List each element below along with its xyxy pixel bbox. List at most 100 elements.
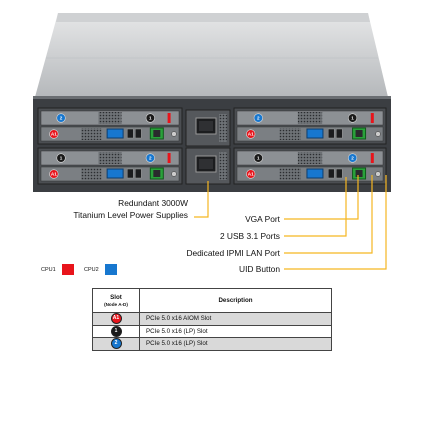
vga-port — [306, 168, 324, 179]
slot-badge-circle — [49, 129, 59, 139]
slot-badge-circle — [253, 153, 263, 163]
legend-cpu1: CPU1 — [41, 264, 74, 275]
usb-port — [127, 128, 134, 139]
slot-badge-text: 2 — [60, 116, 63, 121]
slot-badge-text: A1 — [248, 172, 254, 177]
slot-badge-cell: A1 — [92, 312, 140, 326]
vga-port-label: VGA Port — [245, 214, 280, 224]
node-vent-grille — [81, 128, 102, 140]
node-release-latch — [167, 113, 171, 123]
slot-badge-text: 1 — [351, 116, 354, 121]
usb-port — [135, 168, 142, 179]
node-vent-grille — [279, 128, 301, 140]
compute-node-2: 2 1A1 — [233, 107, 387, 145]
table-row: A1 PCIe 5.0 x16 AIOM Slot — [92, 312, 332, 326]
node-vent-grille — [297, 152, 323, 164]
vga-port — [306, 128, 324, 139]
compute-node-1: 2 1A1 — [37, 107, 183, 145]
slot-badge-icon: 1 — [253, 153, 263, 163]
ipmi-lan-jack — [153, 130, 161, 137]
legend-cpu2-swatch — [104, 264, 117, 275]
slot-badge-text: 2 — [257, 116, 260, 121]
slot-badge-icon: 2 — [253, 113, 263, 123]
header-description: Description — [139, 288, 332, 313]
usb-port — [335, 128, 343, 139]
slot-badge-icon: 2 — [56, 113, 66, 123]
slot-badge-text: 1 — [149, 116, 152, 121]
uid-button-label: UID Button — [239, 264, 280, 274]
uid-button — [171, 171, 177, 177]
slot-badge-circle — [246, 169, 256, 179]
node-release-latch — [370, 113, 374, 123]
slot-badge-icon: 1 — [56, 153, 66, 163]
node-vent-grille — [98, 152, 122, 164]
node-vent-grille — [98, 112, 122, 124]
slot-badge-icon: 2 — [347, 153, 358, 163]
slot-badge-text: 1 — [257, 156, 260, 161]
legend-cpu1-swatch — [61, 264, 74, 275]
slot-badge-circle — [145, 113, 155, 123]
slot-description: PCIe 5.0 x16 (LP) Slot — [139, 337, 332, 351]
ipmi-lan-port-label: Dedicated IPMI LAN Port — [186, 248, 280, 258]
power-supply-label-line2: Titanium Level Power Supplies — [73, 210, 188, 220]
usb-ports-label: 2 USB 3.1 Ports — [219, 231, 280, 241]
slot-badge-cell: 2 — [92, 337, 140, 351]
power-supply-modules — [185, 109, 231, 185]
node-vent-grille — [297, 112, 323, 124]
slot-badge-circle — [347, 153, 358, 163]
slot-badge-icon: 1 — [145, 113, 155, 123]
header-slot-sub: (Node A-D) — [104, 301, 128, 307]
compute-node-3: 1 2A1 — [37, 147, 183, 185]
slot-badge-1: 1 — [110, 325, 122, 337]
slot-badge-icon: A1 — [246, 169, 256, 179]
node-vent-grille — [81, 168, 102, 180]
slot-badge-icon: A1 — [49, 169, 59, 179]
chassis-top-cover — [35, 13, 388, 97]
node-release-latch — [167, 153, 171, 163]
header-slot: Slot (Node A-D) — [92, 288, 140, 313]
slot-description: PCIe 5.0 x16 AIOM Slot — [139, 312, 332, 326]
slot-badge-text: A1 — [51, 172, 57, 177]
legend-cpu1-label: CPU1 — [41, 266, 56, 273]
slot-badge-icon: A1 — [246, 129, 256, 139]
header-slot-text: Slot — [110, 293, 122, 301]
slot-badge-icon: 1 — [347, 113, 358, 123]
leader-power — [194, 181, 209, 218]
slot-badge-text: A1 — [51, 132, 57, 137]
legend-cpu2: CPU2 — [84, 264, 117, 275]
slot-badge-circle — [56, 153, 66, 163]
leader-usb — [284, 177, 347, 237]
slot-badge-text: 1 — [60, 156, 63, 161]
slot-badge-circle — [347, 113, 358, 123]
usb-port — [127, 168, 134, 179]
leader-ipmi — [284, 175, 373, 254]
slot-badge-text: A1 — [248, 132, 254, 137]
table-row: 2 PCIe 5.0 x16 (LP) Slot — [92, 337, 332, 351]
slot-badge-cell: 1 — [92, 324, 140, 338]
slot-badge-text: 2 — [351, 156, 354, 161]
slot-badge-circle — [253, 113, 263, 123]
slot-badge-icon: A1 — [49, 129, 59, 139]
ipmi-lan-jack — [355, 170, 363, 177]
uid-button — [375, 131, 381, 137]
legend-cpu2-label: CPU2 — [84, 266, 99, 273]
usb-port — [135, 128, 142, 139]
usb-port — [327, 168, 335, 179]
slot-badge-text: 2 — [149, 156, 152, 161]
ipmi-lan-jack — [153, 170, 161, 177]
leader-vga — [284, 175, 359, 220]
uid-button — [171, 131, 177, 137]
slot-description-table: Slot (Node A-D) Description A1 PCIe 5.0 … — [92, 288, 332, 351]
vga-port — [106, 168, 124, 179]
usb-port — [327, 128, 335, 139]
ipmi-lan-jack — [355, 130, 363, 137]
usb-port — [335, 168, 343, 179]
vga-port — [106, 128, 124, 139]
slot-badge-2: 2 — [110, 338, 122, 350]
uid-button — [375, 171, 381, 177]
table-row: 1 PCIe 5.0 x16 (LP) Slot — [92, 324, 332, 338]
